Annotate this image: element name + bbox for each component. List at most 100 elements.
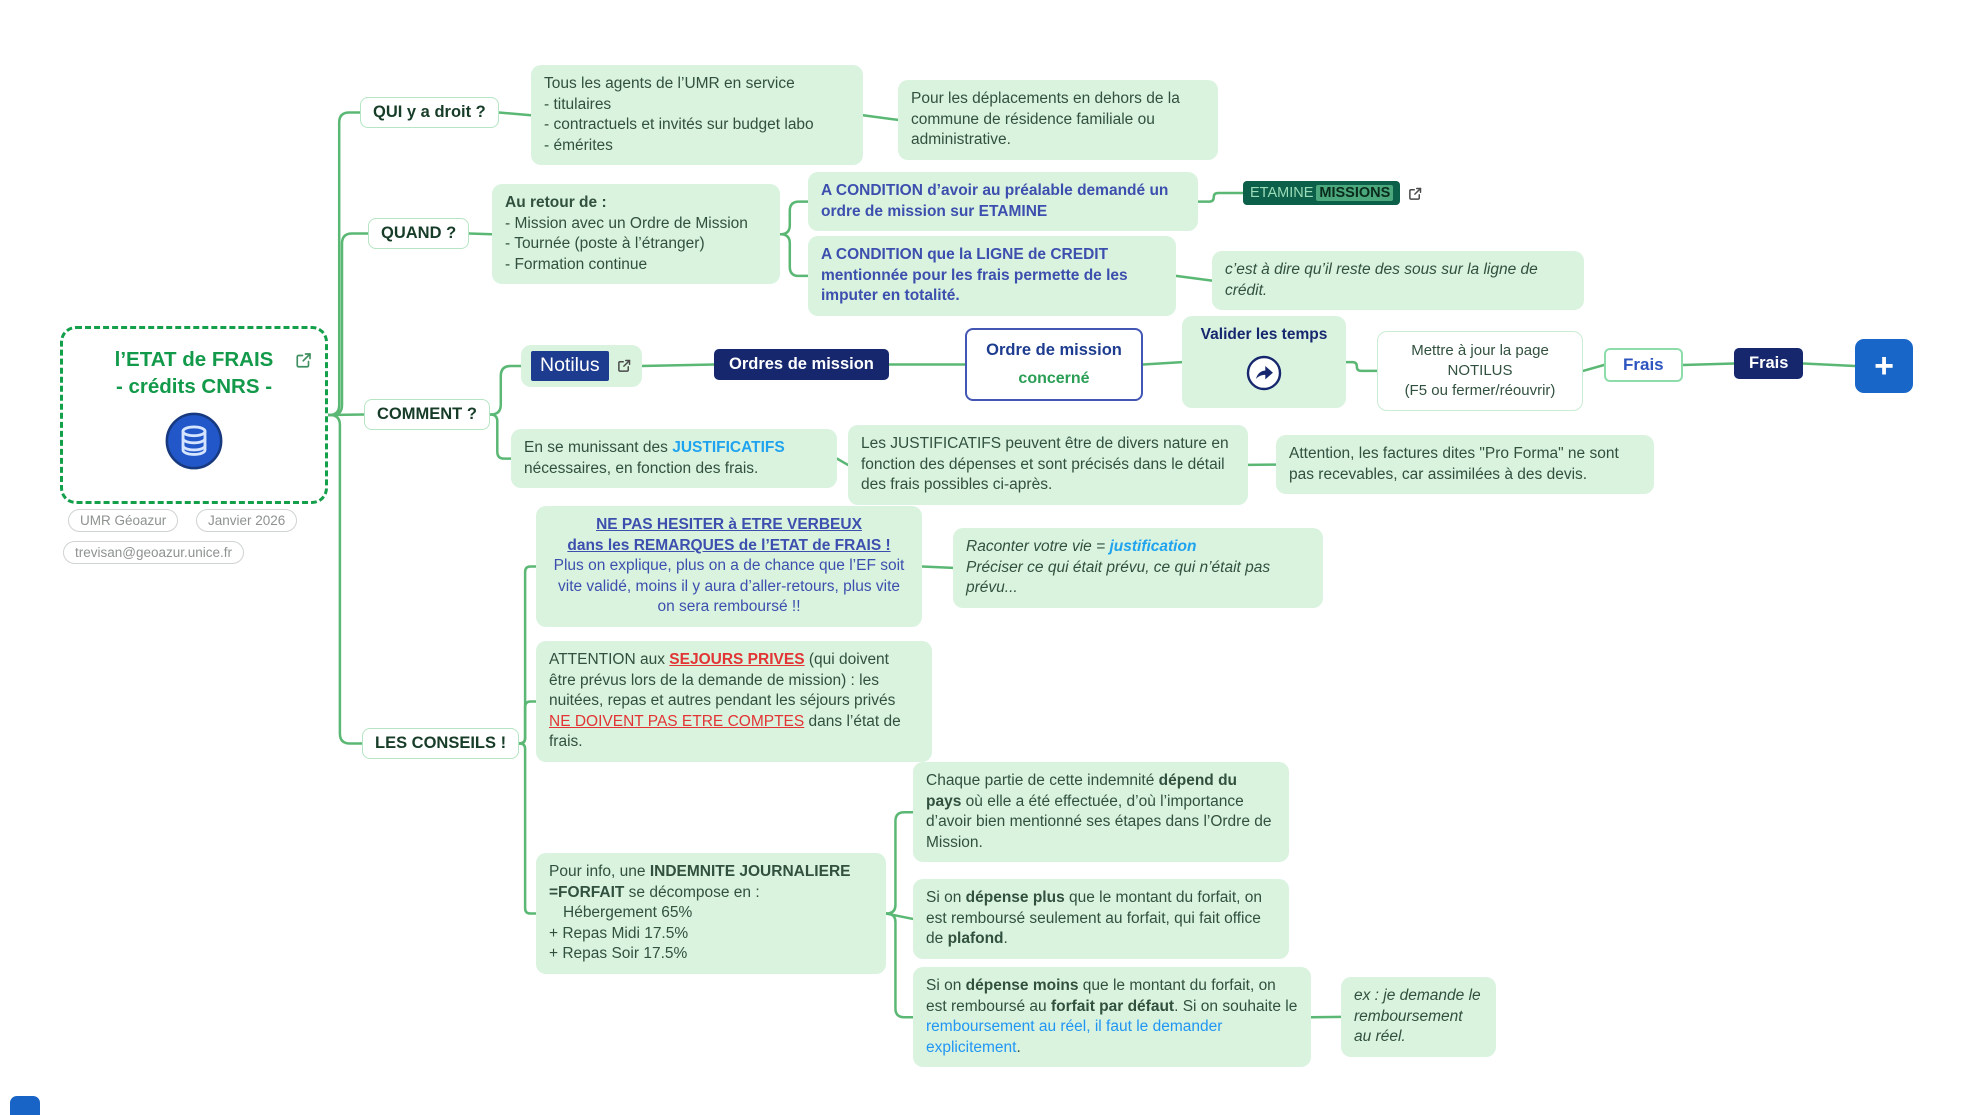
forfait-line-repas-soir: + Repas Soir 17.5% (549, 945, 688, 963)
om-concerne-title: Ordre de mission (986, 341, 1122, 359)
forfait-text-2: se décompose en : (624, 883, 760, 901)
node-cad: c’est à dire qu’il reste des sous sur la… (1212, 251, 1584, 311)
verbeux-line-2: dans les REMARQUES de l’ETAT de FRAIS ! (567, 536, 891, 554)
dmoins-text-3: . Si on souhaite le (1174, 997, 1298, 1015)
remboursement-reel-link: remboursement au réel, il faut le demand… (926, 1018, 1223, 1056)
branch-label-quand: QUAND ? (368, 218, 470, 249)
verbeux-line-1: NE PAS HESITER à ETRE VERBEUX (596, 516, 862, 533)
sejours-text-3: dans l’état de frais. (549, 712, 901, 751)
dplus-text-1: Si on (926, 889, 966, 906)
dmoins-text-1: Si on (926, 977, 966, 994)
root-title: l’ETAT de FRAIS - crédits CNRS - (63, 347, 325, 400)
sejours-prives-highlight: SEJOURS PRIVES (669, 651, 805, 668)
tag-email: trevisan@geoazur.unice.fr (63, 541, 245, 564)
depense-plus-highlight: dépense plus (965, 889, 1065, 906)
forfait-defaut-highlight: forfait par défaut (1050, 997, 1175, 1015)
dmoins-text-2: que le montant du forfait, on est rembou… (926, 977, 1276, 1015)
depense-moins-highlight: dépense moins (965, 977, 1079, 994)
missions-label: MISSIONS (1316, 185, 1394, 201)
etamine-external-link-icon[interactable] (1408, 186, 1423, 201)
node-divers-nature: Les JUSTIFICATIFS peuvent être de divers… (848, 425, 1248, 505)
retour-item-1: - Mission avec un Ordre de Mission (505, 214, 748, 232)
etamine-missions-badge[interactable]: ETAMINE MISSIONS (1243, 181, 1401, 205)
raconter-text: Raconter votre vie = (966, 538, 1110, 555)
dplus-text-3: . (1003, 930, 1008, 948)
node-deplacements: Pour les déplacements en dehors de la co… (898, 80, 1218, 160)
node-pro-forma: Attention, les factures dites "Pro Forma… (1276, 435, 1654, 495)
node-etamine-badge[interactable]: ETAMINE MISSIONS (1243, 181, 1423, 205)
om-concerne-subtitle: concerné (1018, 370, 1090, 387)
app-logo[interactable] (10, 1096, 40, 1115)
indemnite-highlight: INDEMNITE JOURNALIERE =FORFAIT (549, 863, 851, 901)
ne-doivent-pas-highlight: NE DOIVENT PAS ETRE COMPTES (549, 712, 805, 730)
retour-item-3: - Formation continue (505, 255, 648, 273)
root-title-line2: - crédits CNRS - (115, 374, 273, 398)
node-raconter: Raconter votre vie = justification Préci… (953, 528, 1323, 608)
node-mettre-a-jour: Mettre à jour la page NOTILUS (F5 ou fer… (1377, 331, 1583, 411)
node-ordres-de-mission: Ordres de mission (714, 349, 889, 380)
justif-text-2: nécessaires, en fonction des frais. (524, 459, 759, 477)
node-depense-plus: Si on dépense plus que le montant du for… (913, 879, 1289, 959)
retour-item-2: - Tournée (poste à l’étranger) (505, 235, 705, 253)
node-ex-reel: ex : je demande le remboursement au réel… (1341, 977, 1496, 1057)
root-external-link-icon[interactable] (295, 351, 313, 369)
agents-item-2: - contractuels et invités sur budget lab… (544, 116, 814, 134)
node-verbeux: NE PAS HESITER à ETRE VERBEUX dans les R… (536, 506, 922, 628)
node-frais-2: Frais (1734, 348, 1804, 379)
valider-temps-label: Valider les temps (1200, 326, 1328, 343)
maj-line-2: NOTILUS (1447, 361, 1513, 379)
depend-du-pays-highlight: dépend du pays (926, 772, 1238, 810)
root-node: l’ETAT de FRAIS - crédits CNRS - (60, 326, 328, 504)
forfait-intro: Pour info, une INDEMNITE JOURNALIERE =FO… (549, 862, 873, 903)
justification-highlight: justification (1109, 538, 1197, 555)
maj-line-3: (F5 ou fermer/réouvrir) (1404, 381, 1556, 399)
notilus-external-link-icon[interactable] (617, 358, 632, 373)
node-justificatifs: En se munissant des JUSTIFICATIFS nécess… (511, 429, 837, 489)
node-notilus: Notilus (521, 345, 642, 387)
forfait-line-repas-midi: + Repas Midi 17.5% (549, 924, 689, 942)
dmoins-text-4: . (1016, 1038, 1021, 1056)
node-agents: Tous les agents de l’UMR en service - ti… (531, 65, 863, 166)
justif-text-1: En se munissant des (524, 439, 673, 456)
node-pays: Chaque partie de cette indemnité dépend … (913, 762, 1289, 863)
coins-icon (63, 410, 325, 477)
node-sejours-prives: ATTENTION aux SEJOURS PRIVES (qui doiven… (536, 641, 932, 763)
pays-text-2: où elle a été effectuée, d’où l’importan… (926, 792, 1272, 851)
pays-text-1: Chaque partie de cette indemnité (926, 772, 1159, 789)
node-condition-credit: A CONDITION que la LIGNE de CREDIT menti… (808, 236, 1176, 316)
node-condition-om: A CONDITION d’avoir au préalable demandé… (808, 172, 1198, 232)
node-frais-1: Frais (1604, 348, 1683, 382)
plafond-highlight: plafond (947, 930, 1004, 948)
tag-date: Janvier 2026 (196, 509, 298, 532)
etamine-label: ETAMINE (1250, 185, 1314, 201)
sejours-text-1: ATTENTION aux (549, 651, 670, 668)
node-om-concerne: Ordre de mission concerné (965, 328, 1143, 401)
tag-umr-geoazur: UMR Géoazur (68, 509, 179, 532)
node-plus: + (1855, 339, 1913, 393)
branch-label-conseils: LES CONSEILS ! (362, 728, 520, 759)
verbeux-rest: Plus on explique, plus on a de chance qu… (553, 557, 905, 616)
agents-item-1: - titulaires (544, 95, 612, 113)
node-retour: Au retour de : - Mission avec un Ordre d… (492, 184, 780, 285)
notilus-link[interactable]: Notilus (531, 351, 609, 381)
raconter-line-2: Préciser ce qui était prévu, ce qui n’ét… (966, 558, 1271, 597)
agents-item-3: - émérites (544, 136, 613, 154)
root-title-line1: l’ETAT de FRAIS (114, 348, 274, 371)
raconter-line-1: Raconter votre vie = justification (966, 537, 1310, 558)
node-valider-temps: Valider les temps (1182, 316, 1346, 409)
forfait-line-hebergement: Hébergement 65% (563, 904, 693, 922)
forward-arrow-icon (1195, 353, 1333, 400)
sejours-text-2: (qui doivent être prévus lors de la dema… (549, 651, 896, 710)
justificatifs-highlight: JUSTIFICATIFS (672, 439, 785, 456)
maj-line-1: Mettre à jour la page (1411, 342, 1549, 359)
node-forfait: Pour info, une INDEMNITE JOURNALIERE =FO… (536, 853, 886, 975)
forfait-text-1: Pour info, une (549, 863, 650, 880)
node-depense-moins: Si on dépense moins que le montant du fo… (913, 967, 1311, 1068)
retour-intro: Au retour de : (505, 194, 607, 211)
branch-label-comment: COMMENT ? (364, 399, 490, 430)
agents-intro: Tous les agents de l’UMR en service (544, 75, 795, 92)
branch-label-qui: QUI y a droit ? (360, 97, 499, 128)
plus-icon: + (1874, 346, 1894, 385)
